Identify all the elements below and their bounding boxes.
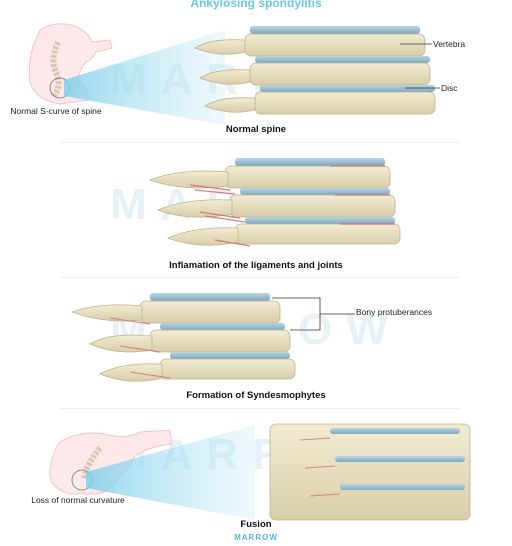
body-silhouette bbox=[29, 23, 113, 105]
inflammation-caption: Inflamation of the ligaments and joints bbox=[169, 260, 343, 271]
normal-spine-figure bbox=[29, 23, 440, 125]
normal-curve-label: Normal S-curve of spine bbox=[10, 106, 102, 116]
syndesmophytes-figure bbox=[70, 293, 355, 382]
fusion-caption: Fusion bbox=[240, 519, 272, 530]
bony-protuberances-label: Bony protuberances bbox=[356, 307, 433, 317]
spine-curve bbox=[50, 40, 62, 98]
divider bbox=[60, 277, 460, 278]
loss-of-curvature-label: Loss of normal curvature bbox=[31, 495, 125, 505]
normal-spine-caption: Normal spine bbox=[225, 124, 287, 135]
disc-label: Disc bbox=[441, 83, 458, 93]
vertebra-label: Vertebra bbox=[433, 39, 466, 49]
magnify-beam bbox=[64, 30, 225, 125]
syndesmophytes-caption: Formation of Syndesmophytes bbox=[186, 390, 326, 401]
divider bbox=[60, 408, 460, 409]
diagram-title: Ankylosing spondylitis bbox=[190, 0, 322, 10]
fusion-figure bbox=[49, 423, 471, 521]
inflammation-figure bbox=[148, 158, 401, 247]
footer-logo: MARROW bbox=[234, 533, 278, 542]
divider bbox=[60, 142, 460, 143]
